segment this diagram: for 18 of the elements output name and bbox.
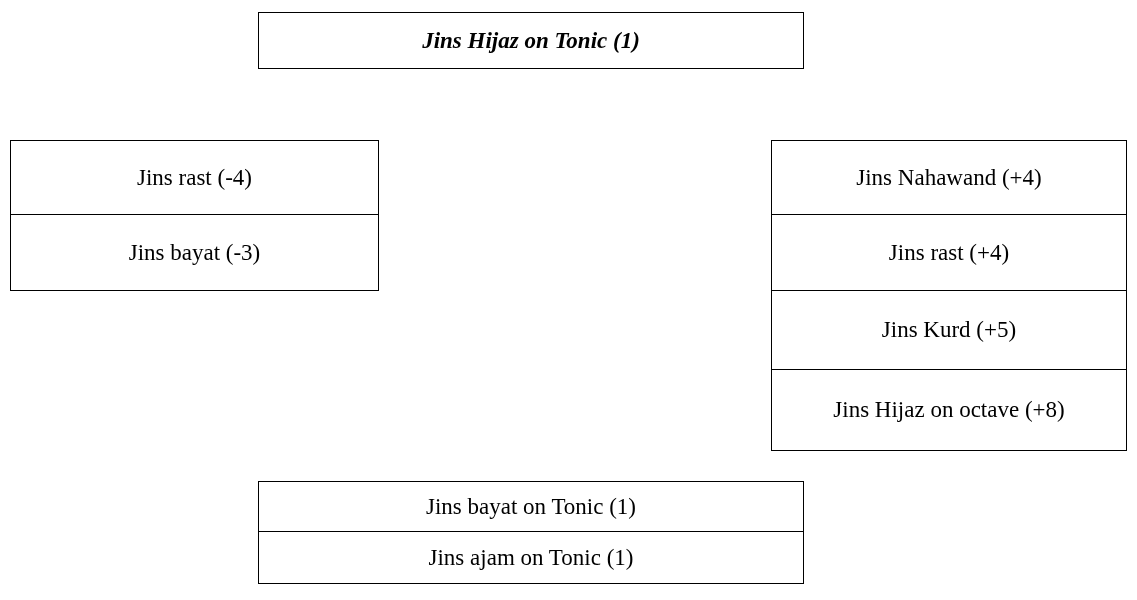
jins-label: Jins Nahawand (+4) (856, 164, 1042, 191)
jins-box (258, 531, 804, 584)
jins-label: Jins Hijaz on Tonic (1) (422, 27, 640, 54)
jins-box (10, 214, 379, 291)
jins-box (771, 369, 1127, 451)
jins-label: Jins bayat (-3) (128, 239, 261, 266)
jins-label: Jins rast (+4) (888, 239, 1010, 266)
jins-box (771, 214, 1127, 291)
jins-label: Jins rast (-4) (137, 164, 252, 191)
jins-box (771, 140, 1127, 215)
jins-label: Jins bayat on Tonic (1) (425, 493, 636, 520)
jins-label: Jins ajam on Tonic (1) (428, 544, 634, 571)
title-box (258, 12, 804, 69)
jins-box (258, 481, 804, 532)
jins-label: Jins Kurd (+5) (881, 317, 1017, 343)
jins-label: Jins Hijaz on octave (+8) (833, 397, 1065, 423)
jins-box (771, 290, 1127, 370)
jins-box (10, 140, 379, 215)
